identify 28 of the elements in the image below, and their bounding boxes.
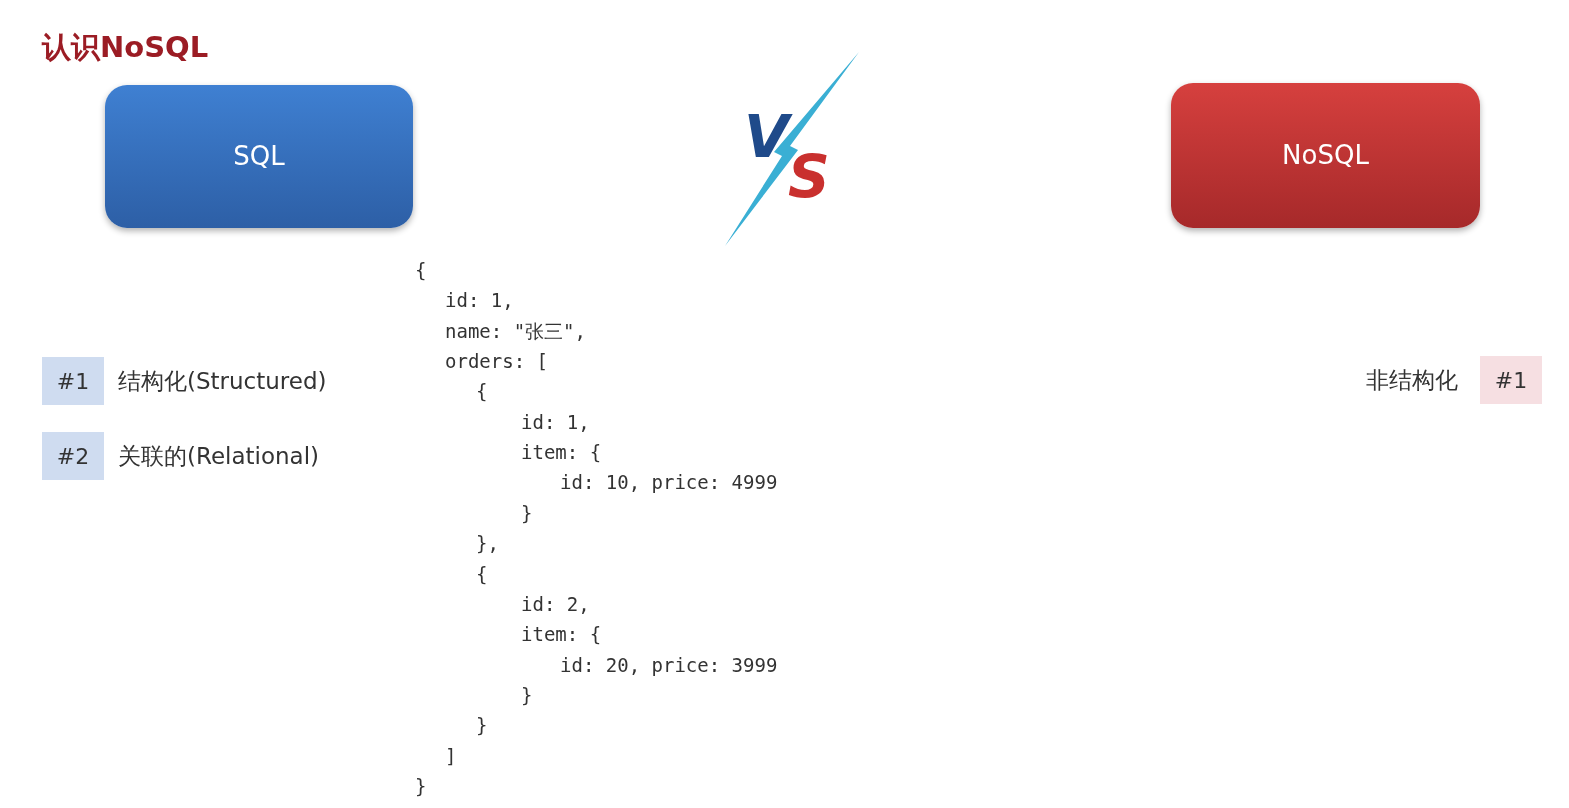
code-line: {	[476, 561, 488, 587]
code-line: id: 1,	[521, 409, 590, 435]
code-line: }	[521, 500, 533, 526]
feature-text: 非结构化	[1366, 366, 1458, 395]
code-line: }	[476, 713, 488, 739]
feature-text: 结构化(Structured)	[118, 367, 327, 396]
code-line: item: {	[521, 440, 602, 466]
code-line: orders: [	[445, 349, 548, 375]
code-line: name: "张三",	[445, 318, 586, 344]
number-tag: #1	[1480, 356, 1542, 404]
number-tag: #2	[42, 432, 104, 480]
code-line: }	[415, 773, 427, 799]
category-box: SQL	[105, 85, 413, 228]
number-tag: #1	[42, 357, 104, 405]
code-line: id: 2,	[521, 591, 590, 617]
category-box: NoSQL	[1171, 83, 1480, 228]
code-line: },	[476, 531, 499, 557]
code-line: {	[476, 379, 488, 405]
code-line: id: 10, price: 4999	[560, 470, 778, 496]
slide-title: 认识NoSQL	[42, 29, 209, 66]
code-line: }	[521, 682, 533, 708]
code-line: {	[415, 258, 427, 283]
code-line: item: {	[521, 622, 602, 648]
code-line: id: 20, price: 3999	[560, 652, 778, 678]
feature-text: 关联的(Relational)	[118, 442, 320, 471]
code-line: ]	[445, 743, 457, 769]
vs-text: VS	[744, 102, 831, 210]
code-line: id: 1,	[445, 288, 514, 314]
